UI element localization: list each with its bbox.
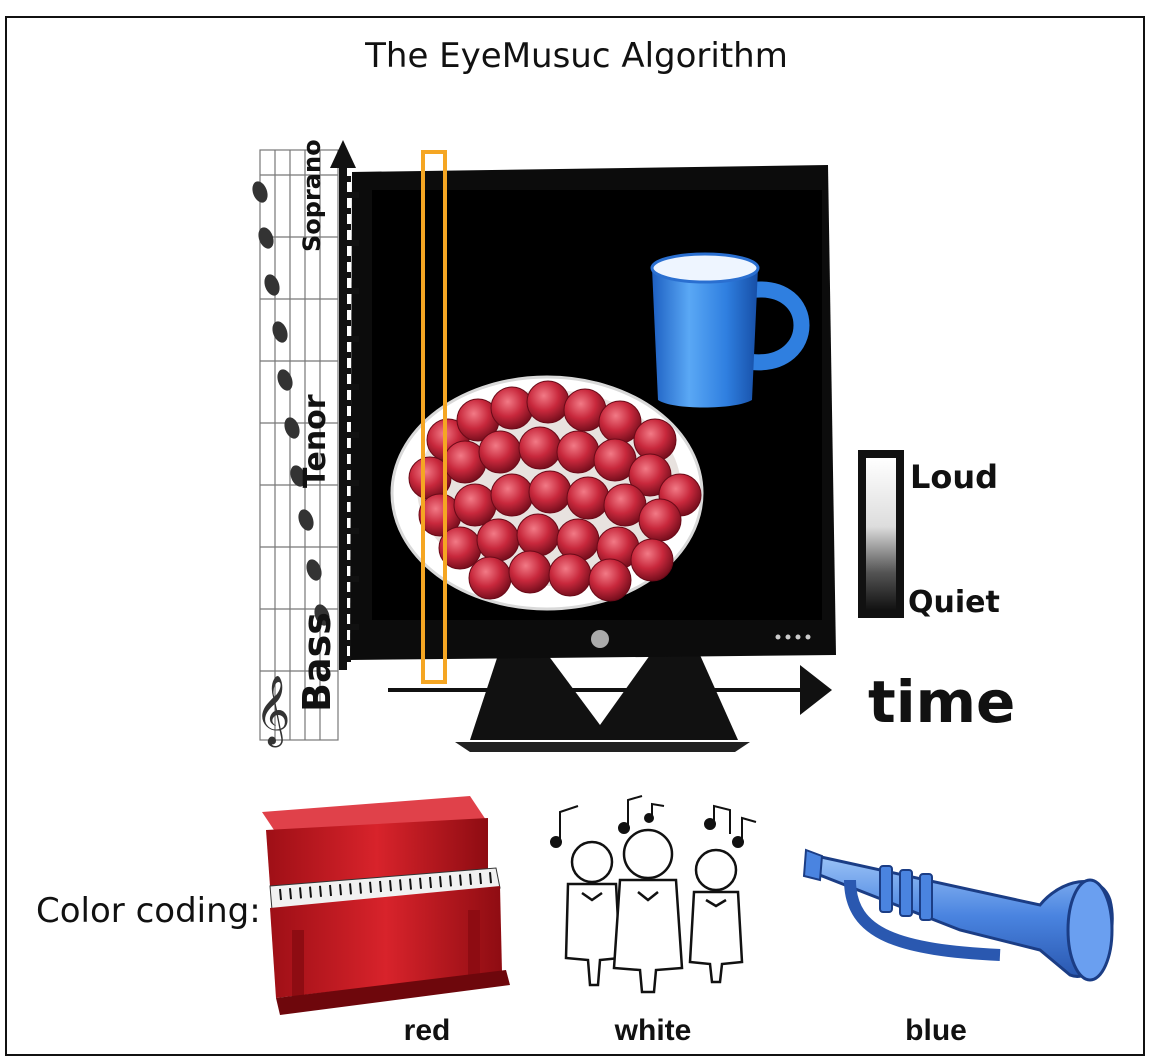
treble-clef-icon: 𝄞 (255, 675, 290, 747)
red-piano-icon (262, 796, 510, 1015)
time-axis (388, 665, 832, 715)
note-icon (314, 604, 330, 626)
pitch-label-soprano: Soprano (298, 139, 326, 252)
raspberry (516, 513, 560, 557)
diagram-title: The EyeMusuc Algorithm (365, 36, 788, 76)
pitch-axis-arrowhead (330, 140, 356, 168)
raspberry (453, 483, 497, 527)
mug-rim (650, 252, 760, 284)
quiet-label: Quiet (908, 585, 1000, 620)
raspberry (630, 538, 674, 582)
raspberry (528, 470, 572, 514)
raspberry (638, 498, 682, 542)
raspberries (408, 380, 702, 602)
blue-trumpet-icon (802, 848, 1114, 982)
raspberry (478, 430, 522, 474)
instrument-label-white: white (614, 1014, 692, 1047)
note-icon (284, 417, 300, 439)
monitor-base (455, 742, 750, 752)
raspberry (490, 386, 534, 430)
instrument-label-blue: blue (905, 1014, 967, 1047)
pitch-axis (330, 140, 359, 670)
raspberry (588, 558, 632, 602)
note-icon (258, 227, 274, 249)
pitch-label-tenor: Tenor (298, 394, 333, 488)
raspberry (526, 380, 570, 424)
raspberry (490, 473, 534, 517)
mug-handle (751, 281, 810, 371)
raspberry (518, 426, 562, 470)
note-icon (306, 559, 322, 581)
raspberry (476, 518, 520, 562)
note-icon (298, 509, 314, 531)
mug-body (652, 268, 758, 408)
note-icon (252, 181, 268, 203)
raspberry (548, 553, 592, 597)
monitor-controls-icon (775, 634, 811, 640)
raspberry (556, 430, 600, 474)
scan-column-highlight (421, 150, 447, 684)
instrument-label-red: red (403, 1014, 451, 1047)
blue-mug (650, 252, 810, 408)
diagram-frame (5, 16, 1145, 1056)
loudness-gradient (866, 458, 896, 610)
loudness-scale (858, 450, 904, 618)
raspberry (628, 453, 672, 497)
raspberry (566, 476, 610, 520)
pitch-label-bass: Bass (295, 612, 339, 712)
note-icon (290, 465, 306, 487)
time-axis-arrowhead (800, 665, 832, 715)
note-icon (277, 369, 293, 391)
raspberry (468, 556, 512, 600)
power-button-icon (591, 630, 609, 648)
music-staff: 𝄞 (252, 149, 339, 747)
note-icon (272, 321, 288, 343)
raspberry (508, 550, 552, 594)
color-coding-label: Color coding: (36, 891, 261, 931)
time-label: time (868, 668, 1015, 736)
loud-label: Loud (910, 458, 998, 496)
raspberry-bowl (390, 375, 704, 611)
choir-singers-icon (550, 795, 757, 994)
time-axis-line (388, 688, 806, 692)
note-icon (264, 274, 280, 296)
